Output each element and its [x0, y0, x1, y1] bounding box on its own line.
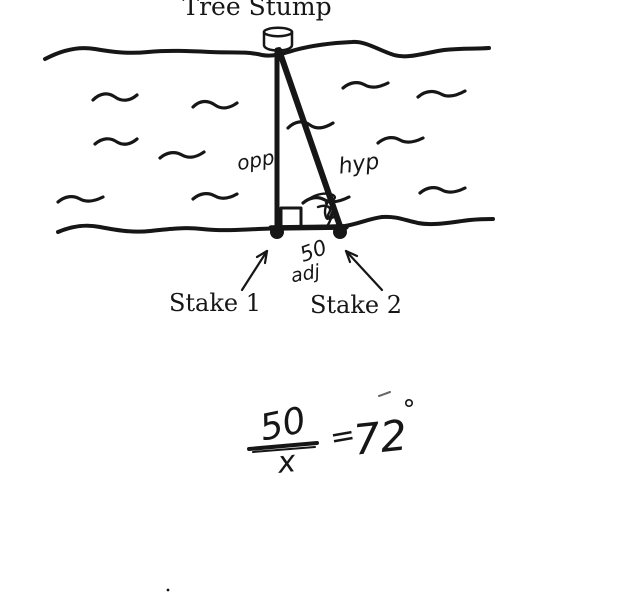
fraction-bar — [247, 441, 319, 451]
water-squiggle — [158, 150, 206, 160]
fraction-bar-overstroke — [252, 446, 316, 453]
tree-stump-icon — [262, 26, 294, 52]
opp-label: opp — [235, 145, 276, 175]
water-squiggle — [93, 137, 139, 146]
equation-denominator: x — [275, 444, 298, 481]
stake2-arrow — [344, 249, 384, 292]
stake1-label: Stake 1 — [169, 289, 261, 317]
angle-value: 72 — [351, 410, 409, 464]
water-squiggle — [191, 99, 239, 110]
adj-label: adj — [289, 260, 322, 287]
triangle-hypotenuse — [276, 47, 344, 232]
diagram-title: Tree Stump — [182, 0, 331, 21]
stake2-label: Stake 2 — [310, 291, 402, 319]
water-squiggle — [418, 186, 467, 195]
triangle-base — [268, 224, 349, 231]
stake1-arrow — [240, 249, 269, 292]
stake2-point — [333, 225, 347, 239]
stray-tick — [378, 391, 391, 397]
equation-numerator: 50 — [256, 400, 309, 450]
equation: 50 x = 72 ° — [247, 391, 416, 481]
stake1-point — [270, 225, 284, 239]
water-squiggle — [286, 120, 335, 130]
equals-sign: = — [327, 417, 358, 456]
hyp-label: hyp — [337, 149, 381, 179]
degree-mark: ° — [403, 395, 416, 425]
angle-scribble — [307, 192, 339, 228]
water-squiggle — [56, 195, 105, 204]
river-top-bank — [43, 39, 491, 61]
stray-speck — [166, 588, 170, 592]
right-angle-marker — [279, 206, 303, 229]
water-squiggle — [416, 89, 467, 99]
water-squiggle — [191, 192, 239, 201]
water-squiggle — [91, 92, 139, 102]
water-squiggle — [341, 81, 390, 90]
water-squiggle — [376, 136, 425, 145]
